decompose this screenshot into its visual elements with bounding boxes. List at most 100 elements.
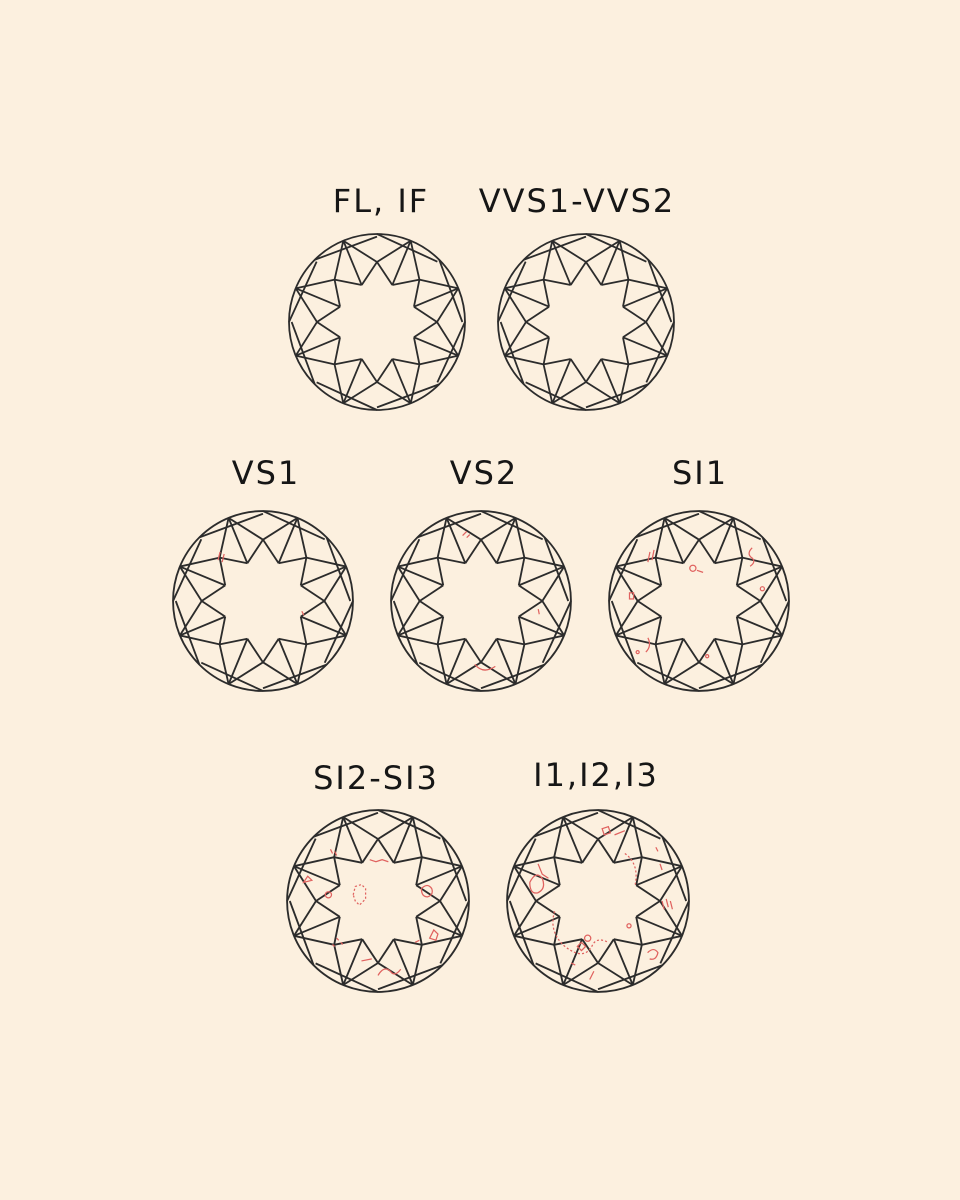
facet-pattern [506, 809, 690, 993]
facet-line [514, 644, 526, 685]
facet-line [735, 557, 744, 586]
facet-line [645, 287, 669, 323]
facet-line [659, 900, 690, 964]
facet-line [761, 537, 788, 602]
facet-line [377, 816, 414, 840]
facet-line [553, 816, 565, 858]
facet-line [299, 616, 308, 645]
facet-line [480, 638, 498, 663]
facet-pattern [608, 510, 790, 692]
facet-line [179, 566, 203, 602]
facet-line [393, 856, 423, 864]
facet-line [293, 856, 335, 868]
facet-line [535, 962, 599, 993]
facet-line [541, 600, 565, 636]
facet-line [436, 644, 448, 685]
facet-line [246, 638, 264, 663]
facet-line [659, 865, 683, 902]
facet-line [411, 944, 423, 986]
facet-line [419, 600, 444, 618]
facet-line [698, 517, 734, 541]
facet-pattern [172, 510, 354, 692]
facet-line [732, 517, 744, 558]
facet-line [714, 637, 743, 646]
facet-line [585, 383, 649, 409]
girdle-outline [608, 510, 790, 692]
facet-line [518, 600, 543, 618]
facet-line [637, 600, 662, 618]
facet-line [436, 321, 460, 357]
facet-line [503, 321, 527, 357]
facet-line [397, 566, 421, 602]
facet-line [296, 517, 308, 558]
facet-line [299, 557, 308, 586]
facet-line [218, 557, 227, 586]
facet-line [664, 517, 700, 541]
facet-line [392, 358, 420, 366]
facet-line [698, 539, 716, 564]
facet-line [293, 900, 317, 937]
facet-line [631, 944, 643, 986]
diamond-si2-si3-icon [285, 808, 471, 994]
facet-line [601, 358, 629, 366]
facet-line [635, 512, 700, 539]
facet-line [553, 916, 561, 946]
facet-line [393, 938, 423, 946]
facet-line [201, 600, 226, 618]
facet-line [392, 600, 419, 665]
facet-line [525, 305, 550, 323]
diamond-si2-si3-svg [286, 809, 470, 993]
facet-line [437, 637, 466, 646]
facet-line [464, 539, 482, 564]
facet-line [543, 358, 571, 366]
facet-line [316, 321, 341, 339]
facet-line [581, 838, 599, 864]
facet-line [342, 962, 379, 986]
facet-line [323, 600, 347, 636]
facet-line [742, 634, 783, 646]
facet-line [334, 358, 362, 366]
facet-line [333, 816, 345, 858]
facet-line [315, 884, 341, 902]
facet-pattern [288, 233, 466, 411]
facet-line [654, 517, 666, 558]
facet-line [480, 510, 544, 541]
facet-line [179, 634, 220, 646]
facet-line [622, 305, 647, 323]
facet-line [200, 661, 264, 692]
facet-line [325, 537, 352, 602]
facet-line [446, 661, 482, 685]
facet-line [655, 637, 684, 646]
facet-line [641, 934, 683, 946]
facet-line [543, 537, 570, 602]
diamond-fl-if-icon [287, 232, 467, 412]
facet-line [585, 381, 621, 405]
facet-line [562, 816, 599, 840]
facet-line [682, 539, 700, 564]
facet-line [436, 557, 445, 586]
facet-line [597, 964, 663, 991]
facet-line [360, 261, 378, 286]
facet-line [542, 364, 554, 404]
facet-line [525, 321, 550, 339]
facet-line [524, 634, 565, 646]
facet-line [608, 538, 639, 602]
facet-line [334, 278, 362, 286]
facet-line [698, 663, 763, 690]
facet-line [585, 261, 603, 286]
diamond-vs2-svg [390, 510, 572, 692]
facet-line [174, 600, 201, 665]
facet-line [553, 938, 583, 946]
facet-line [597, 938, 615, 964]
facet-line [315, 962, 379, 993]
facet-line [513, 900, 537, 937]
inclusion-marks [628, 547, 766, 659]
facet-line [218, 616, 227, 645]
facet-line [290, 321, 316, 385]
facet-line [654, 557, 663, 586]
facet-line [654, 644, 666, 685]
facet-line [635, 900, 661, 918]
grade-label-vs2: VS2 [449, 454, 519, 492]
facet-line [523, 235, 587, 261]
facet-line [613, 938, 643, 946]
